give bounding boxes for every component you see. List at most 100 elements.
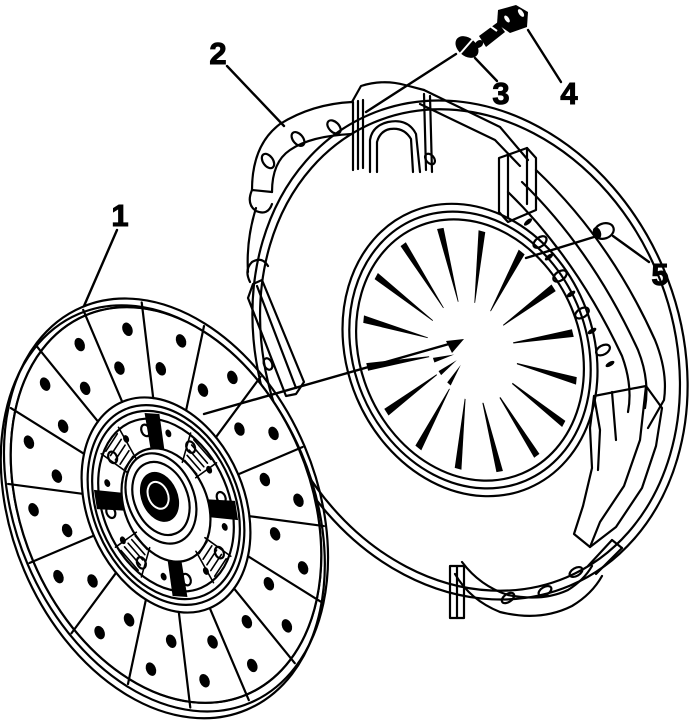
ear-step-line (594, 396, 600, 470)
diaphragm-finger (474, 230, 486, 303)
spring-coil-line (106, 439, 125, 455)
spring-window-side (101, 447, 127, 479)
diaphragm-outer-edge (316, 184, 623, 517)
washer (455, 36, 479, 58)
facing-rivet (269, 527, 281, 541)
flange-dash (544, 253, 554, 261)
leader-4 (526, 28, 563, 84)
flange-outer-edge (252, 102, 352, 190)
flange-dash (587, 327, 597, 335)
facing-rivet (114, 361, 125, 375)
bracket-outline (248, 280, 304, 396)
flange-hole (594, 342, 611, 357)
segment-divider (154, 612, 215, 708)
strap-pillar-line (430, 96, 432, 172)
flange-hole (531, 234, 548, 250)
spring-coil-line (125, 544, 141, 568)
cover-opening-rim-inner (307, 174, 632, 526)
leader-3 (473, 56, 499, 83)
cover-top-edge (352, 82, 424, 102)
leader-1 (82, 228, 119, 308)
cover-left-edge (248, 208, 256, 272)
facing-rivet (281, 619, 293, 633)
facing-rivet (87, 574, 98, 588)
washer-slot (459, 39, 473, 55)
hub-boss-outer (112, 442, 209, 554)
cover-right-flange (508, 170, 665, 428)
hub-boss (112, 442, 209, 554)
facing-rivet (247, 658, 258, 673)
segment-divider (37, 336, 98, 432)
flange-inner-edge (272, 134, 352, 192)
pin-axis-line (524, 235, 596, 260)
segment-divider (57, 573, 131, 633)
segment-divider (249, 491, 323, 551)
bolt (474, 5, 528, 48)
callout-5: 5 (651, 257, 668, 292)
diaphragm-finger (415, 388, 450, 451)
cover-upper-right-tab (499, 148, 536, 222)
spring-window-side (173, 433, 200, 462)
ear-step-line (612, 392, 616, 440)
segment-divider (234, 578, 295, 674)
assembly-axis (202, 339, 464, 416)
spring-coil-line (117, 451, 133, 464)
facing-rivet (197, 383, 209, 397)
diaphragm-hub-marks (432, 354, 461, 386)
top-right-inner-edge (420, 104, 520, 166)
spring-coil-line (121, 547, 138, 573)
facing-rivet (28, 503, 39, 517)
diaphragm-finger (481, 398, 503, 473)
segment-divider (201, 377, 275, 437)
diaphragm-hub-face (435, 309, 517, 403)
bottom-flange-outer-edge (455, 574, 602, 616)
diaphragm-finger (490, 249, 525, 312)
diaphragm-finger (496, 391, 540, 458)
bolt-head-facet (517, 9, 525, 17)
facing-rivet (263, 577, 275, 591)
facing-rivet (268, 426, 279, 441)
facing-rivet (122, 322, 133, 337)
plate-rivet (221, 523, 228, 531)
facing-rivet (39, 377, 51, 391)
drive-strap (208, 499, 239, 521)
cover-lower-left-bracket (247, 208, 304, 396)
spring-coil-line (196, 542, 210, 554)
spring-coil-line (128, 541, 143, 563)
flange-hole (551, 268, 568, 284)
hub-boss-inner (122, 453, 201, 544)
segment-divider (100, 600, 173, 684)
friction-segments (0, 252, 385, 724)
tab-outline (499, 148, 536, 222)
facing-rivet (234, 422, 245, 436)
bracket-curl (247, 260, 268, 282)
top-right-outer-edge (424, 90, 528, 160)
drive-strap (167, 561, 188, 598)
ear-outline (574, 386, 662, 547)
facing-rivet (199, 673, 210, 688)
bottom-flange-hole (500, 591, 516, 606)
strap-hole (423, 152, 437, 166)
facing-rivet (79, 381, 91, 396)
bottom-flange-inner-edge (462, 562, 592, 598)
segment-divider (117, 302, 178, 398)
flange-dash (523, 218, 533, 226)
plate-rivet (104, 479, 111, 487)
spring-coil-line (122, 456, 136, 468)
callout-4: 4 (560, 76, 578, 111)
segment-divider (8, 459, 82, 519)
spring-coil-line (187, 453, 200, 473)
cover-rings (177, 32, 694, 667)
flange-bolt-hole (289, 130, 307, 149)
diaphragm-finger (437, 227, 459, 302)
retainer-plate-edge-inner (65, 388, 268, 622)
segment-divider (210, 608, 249, 700)
arch-cutout (370, 121, 420, 172)
spring-coil-line (185, 458, 197, 476)
bottom-flange-hole (568, 565, 584, 579)
drive-strap (144, 412, 165, 449)
spring-window-side (119, 426, 137, 460)
spring-window-ring (73, 398, 259, 613)
flange-dash (566, 290, 576, 298)
